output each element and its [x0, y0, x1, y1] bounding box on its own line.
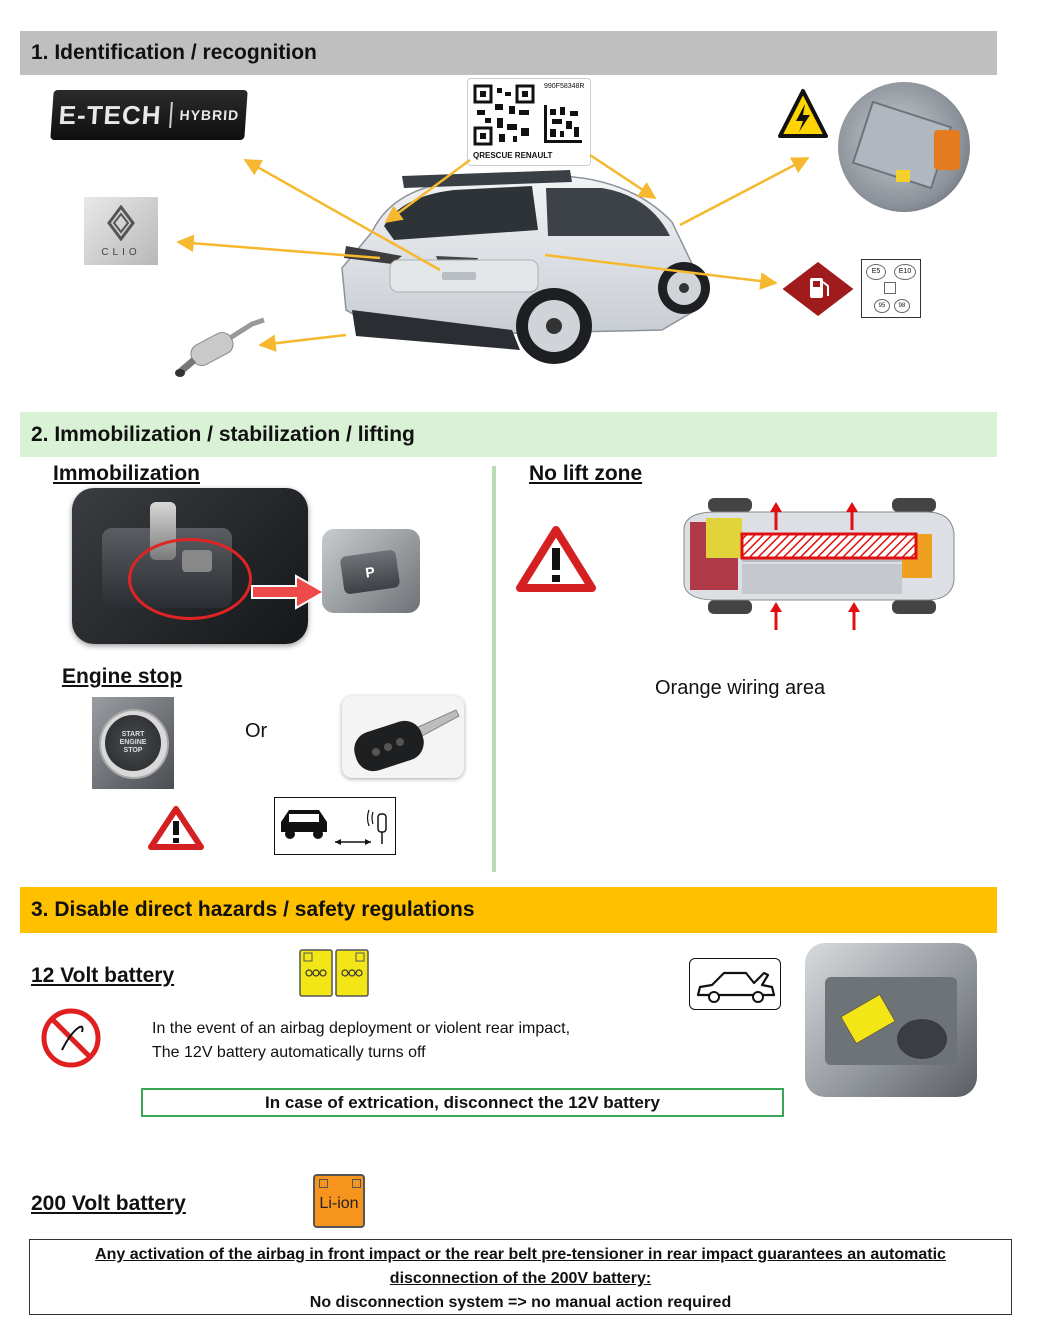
extrication-note: In case of extrication, disconnect the 1… — [265, 1092, 660, 1112]
no-lift-heading: No lift zone — [529, 462, 643, 485]
fuel-e5: E5 — [866, 264, 886, 280]
section2-title: 2. Immobilization / stabilization / lift… — [31, 422, 415, 446]
or-text: Or — [245, 720, 268, 742]
notice-line2: disconnection of the 200V battery: — [389, 1270, 652, 1287]
park-p-label: P — [364, 563, 376, 581]
pump-mini-icon — [884, 282, 896, 294]
key-distance-pictogram — [274, 797, 396, 855]
start-engine-stop-text: START ENGINE STOP — [119, 731, 147, 754]
terminal-right-icon — [352, 1179, 361, 1188]
engine-stop-heading: Engine stop — [62, 665, 183, 688]
trunk-battery-photo — [805, 943, 977, 1097]
airbag-text-line1: In the event of an airbag deployment or … — [152, 1020, 571, 1037]
battery12-heading: 12 Volt battery — [31, 964, 175, 987]
qrescue-label: 990F58348R QRESCUE RENAULT — [467, 78, 591, 166]
liion-battery-icon: Li-ion — [313, 1174, 365, 1228]
clio-badge: CLIO — [84, 197, 158, 265]
section1-title: 1. Identification / recognition — [31, 41, 317, 64]
section3-banner: 3. Disable direct hazards / safety regul… — [20, 887, 997, 933]
danger-triangle-icon — [516, 526, 596, 592]
car-open-trunk-icon — [696, 971, 776, 1003]
qr-code-id: 990F58348R — [544, 83, 585, 90]
hv-battery-photo — [838, 82, 970, 212]
immobilization-heading: Immobilization — [53, 462, 200, 485]
key-fob-photo — [342, 696, 464, 778]
trunk-pictogram — [689, 958, 781, 1010]
battery-12v-icon — [299, 949, 369, 997]
fuel-type-label: E5 E10 95 98 — [861, 259, 921, 318]
park-button-photo: P — [322, 529, 420, 613]
qr-caption: QRESCUE RENAULT — [473, 151, 553, 160]
notice-line3: No disconnection system => no manual act… — [309, 1294, 732, 1311]
etech-hybrid-badge: E-TECH HYBRID — [50, 90, 248, 140]
liion-label: Li-ion — [319, 1195, 359, 1212]
notice-box: Any activation of the airbag in front im… — [29, 1239, 1012, 1315]
section2-vertical-divider — [492, 466, 496, 872]
fuel-98: 98 — [894, 299, 910, 313]
fuel-diamond-icon — [778, 258, 858, 320]
extrication-note-box: In case of extrication, disconnect the 1… — [141, 1088, 784, 1117]
terminal-left-icon — [319, 1179, 328, 1188]
renault-logo-icon — [107, 204, 135, 241]
section3-title: 3. Disable direct hazards / safety regul… — [31, 898, 475, 921]
section2-banner: 2. Immobilization / stabilization / lift… — [20, 412, 997, 457]
airbag-text-line2: The 12V battery automatically turns off — [152, 1044, 426, 1061]
red-arrow-icon — [251, 574, 326, 610]
fuel-95: 95 — [874, 299, 890, 313]
start-stop-button-photo: START ENGINE STOP — [92, 697, 174, 789]
gear-selector-photo — [72, 488, 308, 644]
clio-text: CLIO — [101, 246, 141, 258]
car-rear-view-image — [341, 170, 710, 364]
etech-text: E-TECH — [57, 99, 163, 130]
qr-code-icon — [473, 84, 535, 146]
orange-wiring-text: Orange wiring area — [655, 677, 826, 699]
badge-divider — [168, 102, 173, 128]
high-voltage-warning-icon — [778, 89, 828, 138]
highlight-ellipse — [128, 538, 252, 620]
datamatrix-icon — [544, 105, 582, 143]
warning-triangle-icon — [148, 806, 204, 850]
car-key-distance-icon — [281, 809, 387, 845]
no-disconnect-icon — [41, 1008, 101, 1068]
notice-line1: Any activation of the airbag in front im… — [95, 1246, 946, 1263]
hybrid-text: HYBRID — [178, 107, 240, 123]
battery200-heading: 200 Volt battery — [31, 1192, 186, 1215]
underbody-diagram — [683, 498, 955, 630]
key-icon — [354, 709, 460, 772]
fuel-e10: E10 — [894, 264, 916, 280]
exhaust-muffler-image — [175, 317, 265, 377]
section1-banner: 1. Identification / recognition — [20, 31, 997, 75]
